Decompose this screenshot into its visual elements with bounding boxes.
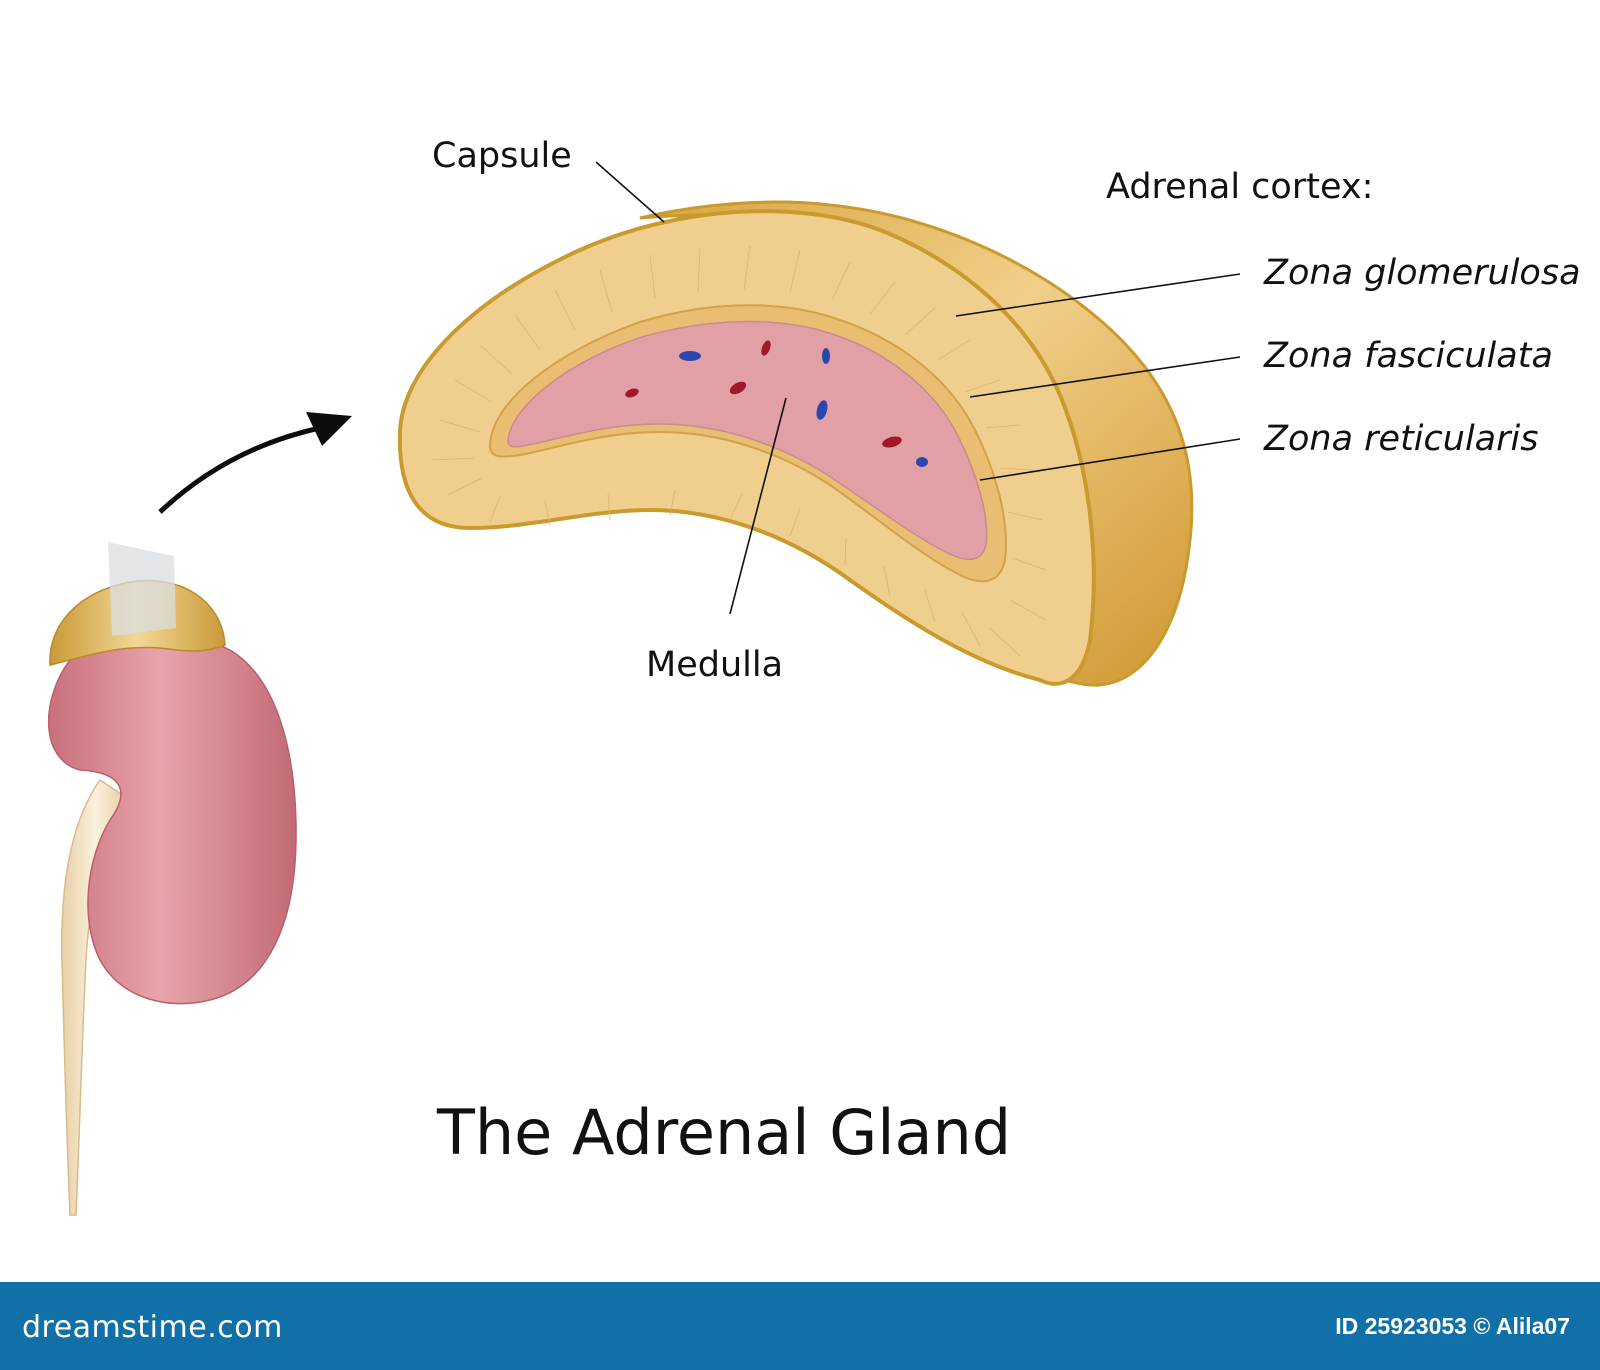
leader-zona-fasciculata xyxy=(969,356,1241,398)
diagram-canvas: Capsule Adrenal cortex: Zona glomerulosa… xyxy=(47,136,1581,1216)
leader-lines xyxy=(595,161,1241,615)
footer-site-logo[interactable]: dreamstime.com xyxy=(22,1310,283,1345)
gland-front-face xyxy=(397,209,1096,686)
label-capsule: Capsule xyxy=(432,136,572,176)
leader-medulla xyxy=(729,397,787,615)
kidney xyxy=(47,631,297,1005)
adrenal-illustration xyxy=(47,161,1241,1216)
label-zona-glomerulosa: Zona glomerulosa xyxy=(1264,253,1581,293)
kidney-group xyxy=(47,542,297,1216)
leader-zona-glomerulosa xyxy=(955,273,1241,317)
label-zona-reticularis: Zona reticularis xyxy=(1264,419,1539,459)
magnify-arrow xyxy=(158,412,352,514)
medulla-vessels xyxy=(625,340,928,467)
label-zona-fasciculata: Zona fasciculata xyxy=(1264,336,1553,376)
footer-bar: dreamstime.com ID 25923053 © Alila07 xyxy=(0,1282,1600,1370)
footer-credit: ID 25923053 © Alila07 xyxy=(1335,1313,1570,1339)
adrenal-cross-section xyxy=(397,200,1194,687)
medulla-region xyxy=(507,320,988,561)
label-medulla: Medulla xyxy=(646,645,784,685)
label-adrenal-cortex: Adrenal cortex: xyxy=(1106,167,1374,207)
leader-capsule xyxy=(595,161,665,223)
diagram-title: The Adrenal Gland xyxy=(437,1096,1012,1169)
leader-zona-reticularis xyxy=(979,438,1241,481)
cortex-striations xyxy=(431,245,1047,657)
section-plane xyxy=(108,542,176,636)
